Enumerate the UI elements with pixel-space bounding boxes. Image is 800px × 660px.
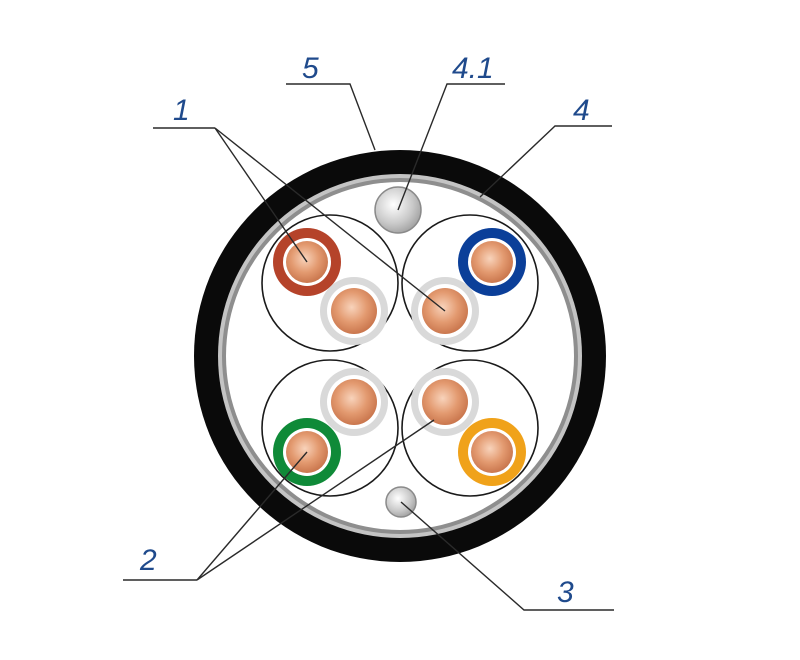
leader-4 — [479, 125, 612, 198]
leader-2-a — [196, 451, 308, 581]
conductor-white-bottom-right — [411, 368, 479, 436]
leader-4-1 — [397, 83, 505, 211]
leader-5 — [286, 83, 376, 151]
conductor-orange — [458, 418, 526, 486]
callout-label-5: 5 — [302, 52, 319, 85]
leader-1-b — [214, 127, 446, 312]
leader-lines — [123, 83, 614, 611]
leader-3 — [400, 501, 614, 611]
callout-label-4-1: 4.1 — [452, 52, 494, 85]
callout-label-1: 1 — [173, 94, 190, 127]
conductor-white-bottom-left — [320, 368, 388, 436]
conductor-white-top-left — [320, 277, 388, 345]
cable-core — [226, 182, 574, 530]
leader-1-a — [214, 127, 308, 263]
callout-label-4: 4 — [573, 94, 590, 127]
conductor-blue — [458, 228, 526, 296]
leader-2-b — [196, 419, 435, 581]
callout-label-3: 3 — [557, 576, 574, 609]
callout-label-2: 2 — [139, 544, 157, 577]
